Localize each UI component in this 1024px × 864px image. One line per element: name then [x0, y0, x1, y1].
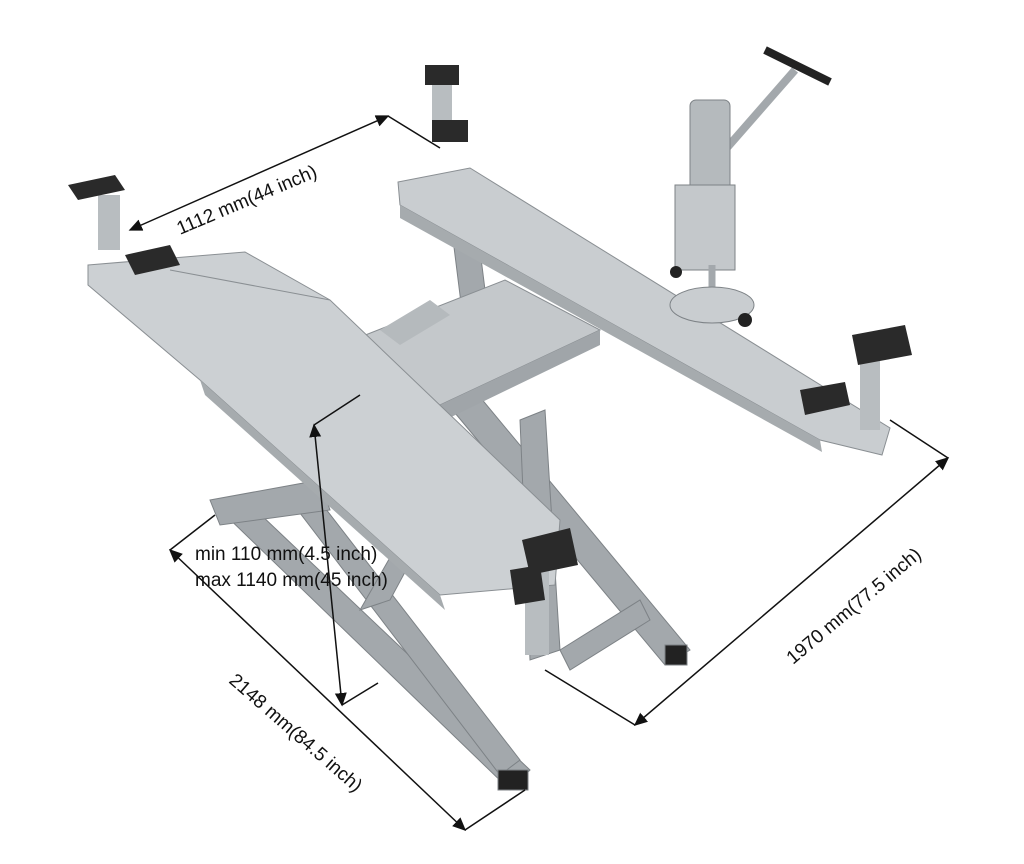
right-runway — [397, 167, 891, 456]
dimension-lines — [128, 115, 950, 832]
hydraulic-power-unit — [669, 46, 832, 327]
dimension-overall-width: 1970 mm(77.5 inch) — [783, 544, 926, 669]
dimension-max-height: max 1140 mm(45 inch) — [195, 570, 388, 591]
lift-pads — [68, 65, 912, 655]
dimension-min-height: min 110 mm(4.5 inch) — [195, 544, 377, 565]
pad-rear-left — [425, 65, 468, 142]
dimension-overall-length: 2148 mm(84.5 inch) — [225, 670, 366, 797]
pad-rear-right — [800, 325, 912, 430]
pad-front-left — [68, 175, 180, 275]
pad-front-right — [510, 528, 578, 655]
